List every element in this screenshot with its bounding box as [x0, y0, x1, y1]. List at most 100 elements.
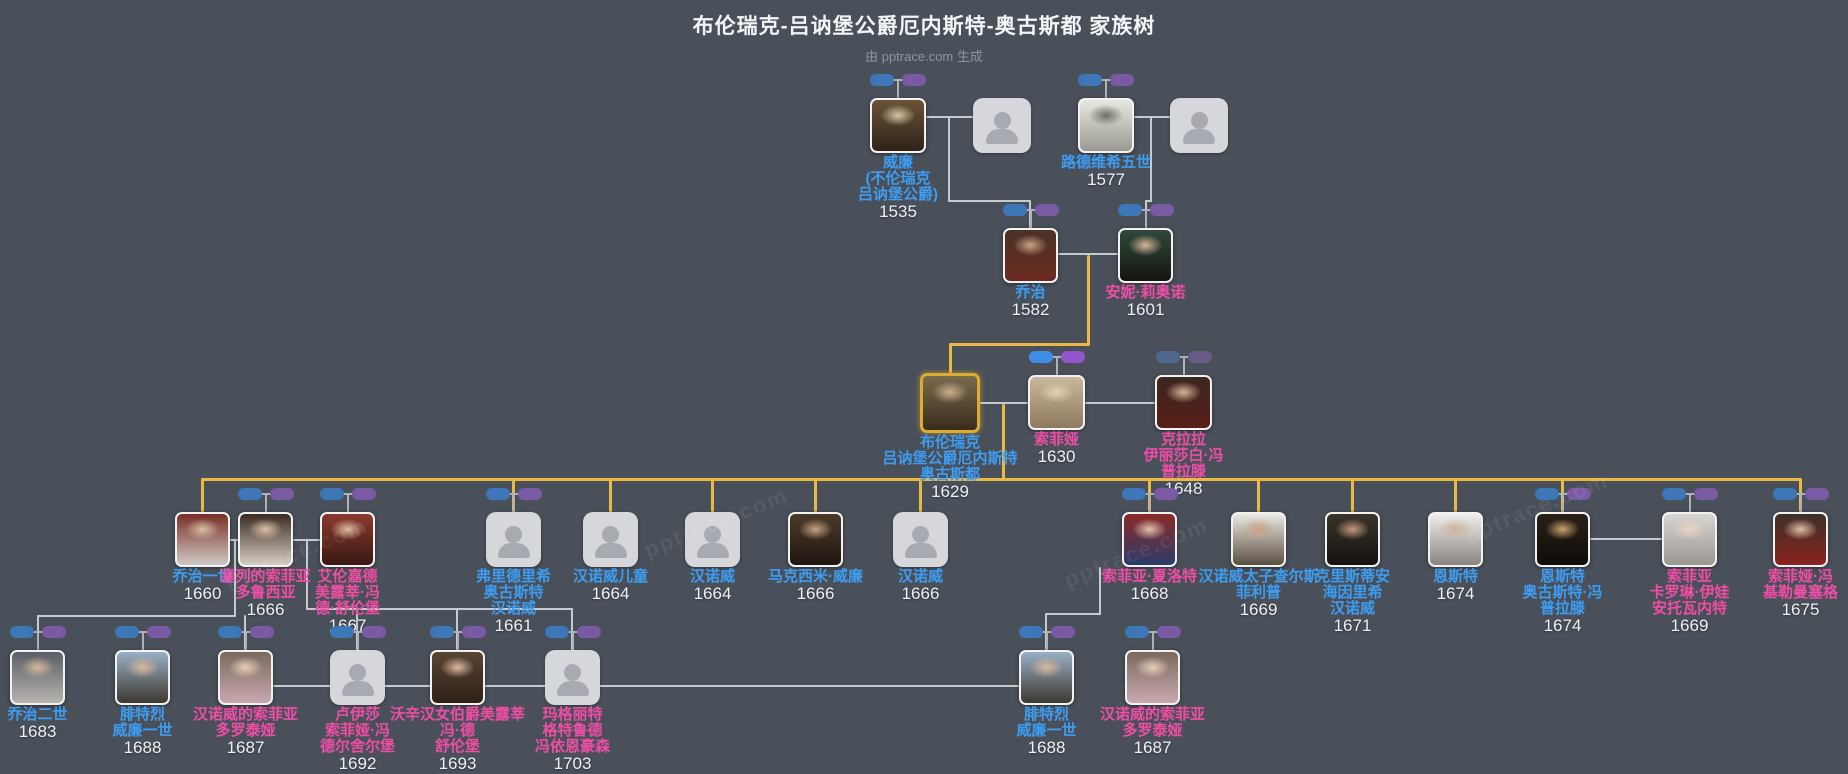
male-pill-button[interactable] [1155, 351, 1180, 363]
placeholder-portrait[interactable] [545, 650, 600, 705]
female-pill-button[interactable] [1034, 204, 1059, 216]
female-pill-button[interactable] [517, 488, 542, 500]
portrait[interactable] [1662, 512, 1717, 567]
portrait[interactable] [1019, 650, 1074, 705]
female-pill-button[interactable] [249, 626, 274, 638]
portrait[interactable] [175, 512, 230, 567]
female-pill-button[interactable] [1187, 351, 1212, 363]
portrait[interactable] [1078, 98, 1134, 153]
portrait[interactable] [320, 512, 375, 567]
female-pill-button[interactable] [1060, 351, 1085, 363]
person-name: 恩斯特 [1432, 568, 1478, 585]
portrait[interactable] [430, 650, 485, 705]
female-pill-button[interactable] [41, 626, 66, 638]
birth-year: 1666 [901, 584, 940, 603]
male-pill-button[interactable] [319, 488, 344, 500]
female-pill-button[interactable] [351, 488, 376, 500]
portrait[interactable] [10, 650, 65, 705]
pill-buttons [1028, 351, 1085, 375]
placeholder-portrait[interactable] [486, 512, 541, 567]
male-pill-button[interactable] [1772, 488, 1797, 500]
person-name: 汉诺威 [1329, 600, 1375, 617]
portrait[interactable] [1428, 512, 1483, 567]
birth-year: 1664 [591, 584, 630, 603]
male-pill-button[interactable] [1028, 351, 1053, 363]
portrait[interactable] [788, 512, 843, 567]
portrait[interactable] [1028, 375, 1085, 430]
male-pill-button[interactable] [1121, 488, 1146, 500]
female-pill-button[interactable] [361, 626, 386, 638]
person-name: 德·舒伦堡 [315, 600, 380, 617]
male-pill-button[interactable] [237, 488, 262, 500]
placeholder-portrait[interactable] [583, 512, 638, 567]
female-pill-button[interactable] [576, 626, 601, 638]
placeholder-portrait[interactable] [893, 512, 948, 567]
portrait[interactable] [1155, 375, 1212, 430]
male-pill-button[interactable] [544, 626, 569, 638]
female-pill-button[interactable] [1566, 488, 1591, 500]
male-pill-button[interactable] [429, 626, 454, 638]
female-pill-button[interactable] [1693, 488, 1718, 500]
placeholder-portrait[interactable] [1170, 98, 1228, 153]
connector [1134, 116, 1170, 118]
portrait[interactable] [115, 650, 170, 705]
birth-year: 1687 [1133, 738, 1172, 757]
portrait[interactable] [920, 373, 980, 433]
male-pill-button[interactable] [329, 626, 354, 638]
portrait[interactable] [238, 512, 293, 567]
male-pill-button[interactable] [1018, 626, 1043, 638]
person-name: 索菲娅·冯 [325, 722, 390, 739]
female-pill-button[interactable] [1149, 204, 1174, 216]
female-pill-button[interactable] [461, 626, 486, 638]
male-pill-button[interactable] [1534, 488, 1559, 500]
portrait[interactable] [218, 650, 273, 705]
connector-highlight [1087, 255, 1090, 345]
male-pill-button[interactable] [1002, 204, 1027, 216]
portrait[interactable] [1535, 512, 1590, 567]
male-pill-button[interactable] [870, 74, 894, 86]
birth-year: 1674 [1436, 584, 1475, 603]
portrait[interactable] [1325, 512, 1380, 567]
connector-highlight [1257, 478, 1260, 512]
person-name: 卡罗琳·伊娃 [1649, 584, 1730, 601]
male-pill-button[interactable] [1661, 488, 1686, 500]
female-pill-button[interactable] [902, 74, 926, 86]
female-pill-button[interactable] [269, 488, 294, 500]
person-name: 汉诺威 [490, 600, 536, 617]
male-pill-button[interactable] [1117, 204, 1142, 216]
placeholder-portrait[interactable] [973, 98, 1031, 153]
portrait[interactable] [1773, 512, 1828, 567]
female-pill-button[interactable] [1156, 626, 1181, 638]
female-pill-button[interactable] [1050, 626, 1075, 638]
portrait[interactable] [1118, 228, 1173, 283]
male-pill-button[interactable] [114, 626, 139, 638]
female-pill-button[interactable] [146, 626, 171, 638]
portrait[interactable] [870, 98, 926, 153]
female-pill-button[interactable] [1804, 488, 1829, 500]
male-pill-button[interactable] [9, 626, 34, 638]
male-pill-button[interactable] [1078, 74, 1102, 86]
person-name: (不伦瑞克 [865, 170, 931, 187]
female-pill-button[interactable] [1153, 488, 1178, 500]
pill-buttons [1661, 488, 1718, 512]
connector-highlight [949, 343, 1090, 346]
male-pill-button[interactable] [485, 488, 510, 500]
connector [306, 608, 573, 610]
connector [948, 116, 950, 202]
portrait[interactable] [1231, 512, 1286, 567]
portrait[interactable] [1003, 228, 1058, 283]
placeholder-portrait[interactable] [685, 512, 740, 567]
person-name: 弗里德里希 [475, 568, 551, 585]
portrait[interactable] [1122, 512, 1177, 567]
connector [306, 540, 308, 610]
birth-year: 1669 [1670, 616, 1709, 635]
portrait[interactable] [1125, 650, 1180, 705]
pill-buttons [1124, 626, 1181, 650]
placeholder-portrait[interactable] [330, 650, 385, 705]
connector [234, 540, 236, 616]
male-pill-button[interactable] [1124, 626, 1149, 638]
female-pill-button[interactable] [1110, 74, 1134, 86]
male-pill-button[interactable] [217, 626, 242, 638]
